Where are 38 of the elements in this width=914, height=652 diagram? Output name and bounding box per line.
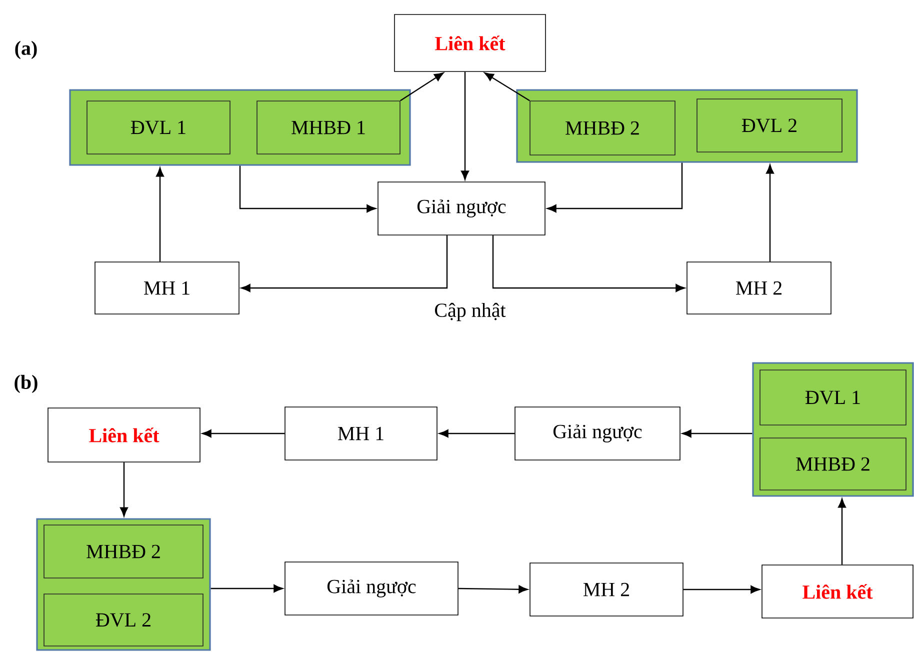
arrow	[766, 164, 774, 262]
process-box: MH 1	[284, 406, 438, 460]
process-box: ĐVL 2	[696, 98, 842, 152]
process-box: MHBĐ 2	[530, 100, 676, 156]
link-box: Liên kết	[48, 408, 200, 462]
process-box: MHBĐ 2	[760, 438, 906, 490]
arrow	[120, 462, 128, 517]
arrow	[838, 498, 846, 565]
arrow	[239, 166, 376, 212]
link-box: Liên kết	[394, 14, 546, 72]
arrow	[683, 585, 760, 594]
process-box: Giải ngược	[514, 406, 680, 460]
process-box: MH 2	[530, 562, 684, 616]
process-box: MH 2	[686, 262, 832, 314]
panel-label: (a)	[15, 40, 37, 60]
arrow	[492, 235, 685, 292]
process-box: MHBĐ 2	[44, 524, 204, 578]
arrow	[210, 584, 283, 592]
arrow	[241, 235, 448, 292]
arrow	[202, 429, 285, 438]
process-box: ĐVL 2	[44, 594, 204, 646]
panel-label: (b)	[14, 374, 38, 394]
arrow	[547, 162, 683, 212]
arrow	[400, 72, 444, 102]
arrow	[682, 429, 752, 438]
process-box: ĐVL 1	[760, 370, 906, 426]
process-box: Giải ngược	[284, 562, 458, 616]
arrow	[461, 72, 470, 180]
arrow	[439, 429, 515, 438]
process-box: MH 1	[94, 262, 240, 314]
process-box: MHBĐ 1	[256, 100, 400, 154]
arrow	[156, 167, 164, 262]
process-box: ĐVL 1	[86, 100, 230, 154]
caption-label: Cập nhật	[435, 302, 506, 322]
link-box: Liên kết	[762, 564, 914, 618]
arrow	[484, 72, 530, 102]
arrow	[458, 585, 528, 594]
process-box: Giải ngược	[378, 182, 546, 236]
